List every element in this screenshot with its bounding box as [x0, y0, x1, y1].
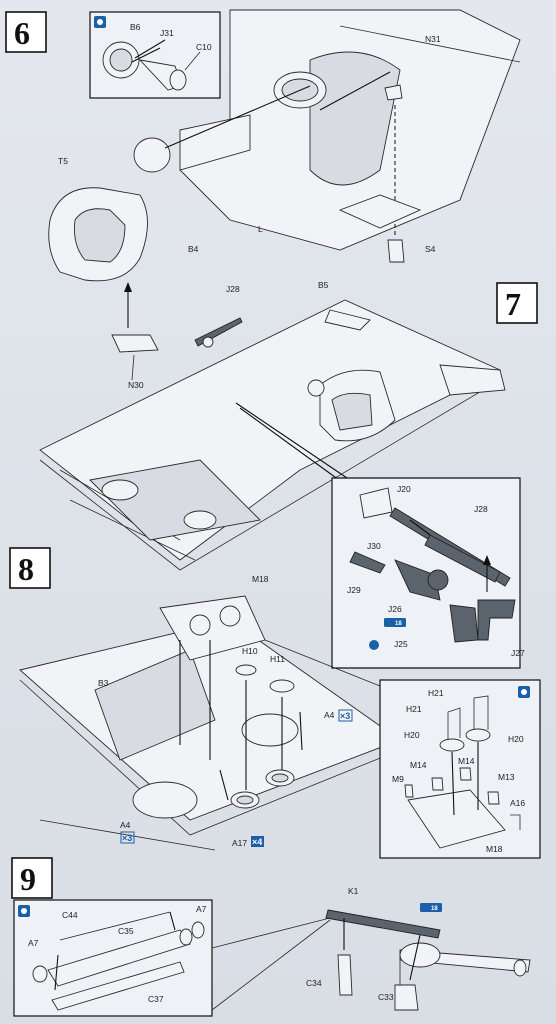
part-M18-detail: [407, 789, 506, 849]
part-S4: [387, 239, 405, 263]
label-A16: A16: [510, 798, 525, 808]
turret-ring-right: [241, 713, 299, 747]
part-B4-plate: [179, 114, 251, 171]
label-H10: H10: [242, 646, 258, 656]
part-J29: [349, 551, 386, 574]
part-J25: [449, 604, 479, 643]
label-J26: J26: [388, 604, 402, 614]
label-M18-detail: M18: [486, 844, 503, 854]
step-9-box: [11, 857, 53, 899]
label-J29: J29: [347, 585, 361, 595]
label-J30: J30: [367, 541, 381, 551]
part-B5: [338, 194, 422, 229]
label-J28: J28: [226, 284, 240, 294]
part-C35: [47, 929, 191, 987]
label-H20-left: H20: [404, 730, 420, 740]
part-B3: [94, 649, 216, 761]
label-N31: N31: [425, 34, 441, 44]
part-A7-left: [32, 965, 48, 983]
label-A7-right: A7: [196, 904, 207, 914]
label-T5: T5: [58, 156, 68, 166]
step-6-box: [5, 11, 47, 53]
qty-a4: ×3: [340, 711, 350, 721]
label-M14-right: M14: [458, 756, 475, 766]
floor-panel: [89, 459, 261, 541]
front-plate: [439, 364, 506, 396]
label-A4-right: A4: [324, 710, 335, 720]
label-B3: B3: [98, 678, 109, 688]
label-C33: C33: [378, 992, 394, 1002]
label-J25: J25: [394, 639, 408, 649]
ref-badge-text: 18: [395, 621, 402, 627]
label-A17: A17: [232, 838, 247, 848]
step-7-number: 7: [505, 286, 521, 322]
part-K1: [325, 909, 441, 939]
cement-icon: [369, 640, 379, 650]
part-H20-left: [439, 738, 465, 752]
label-A4-left: A4: [120, 820, 131, 830]
part-H20-right: [465, 728, 491, 742]
label-M14-left: M14: [410, 760, 427, 770]
label-J31: J31: [160, 28, 174, 38]
label-L: L: [258, 224, 263, 234]
part-H10: [235, 664, 257, 676]
part-M14-right: [459, 767, 472, 781]
step-8-number: 8: [18, 551, 34, 587]
label-S4: S4: [425, 244, 436, 254]
part-M13: [487, 791, 500, 805]
label-C44: C44: [62, 910, 78, 920]
label-M9: M9: [392, 774, 404, 784]
step-9-number: 9: [20, 861, 36, 897]
ref-badge: [384, 618, 406, 627]
label-J27: J27: [511, 648, 525, 658]
label-M18: M18: [252, 574, 269, 584]
qty-box-a4: [338, 709, 353, 722]
label-C10: C10: [196, 42, 212, 52]
part-H11: [269, 679, 295, 693]
turret-ring-left: [132, 781, 198, 819]
part-C33: [394, 984, 419, 1011]
part-M14-left: [431, 777, 444, 791]
qty-box-a17: [251, 836, 264, 847]
label-M13: M13: [498, 772, 515, 782]
qty-box-a4b: [120, 831, 135, 844]
part-J26: [394, 559, 441, 601]
part-A7-right: [191, 921, 205, 939]
label-H21-left: H21: [406, 704, 422, 714]
ref-badge-9: [420, 903, 442, 912]
label-K1: K1: [348, 886, 359, 896]
qty-a4b: ×3: [122, 833, 132, 843]
label-N30: N30: [128, 380, 144, 390]
label-C37: C37: [148, 994, 164, 1004]
label-C35: C35: [118, 926, 134, 936]
label-H11: H11: [270, 654, 285, 664]
label-B5: B5: [318, 280, 329, 290]
step-6-number: 6: [14, 15, 30, 51]
part-C37: [51, 961, 185, 1011]
step-8-box: [9, 547, 51, 589]
label-A7-left: A7: [28, 938, 39, 948]
qty-a17: ×4: [252, 837, 262, 847]
part-J20: [359, 487, 393, 519]
part-J27: [477, 599, 516, 641]
label-H20-right: H20: [508, 734, 524, 744]
label-J20: J20: [397, 484, 411, 494]
hatch-opening: [309, 51, 401, 186]
label-B6: B6: [130, 22, 141, 32]
label-B4: B4: [188, 244, 199, 254]
label-J28-detail: J28: [474, 504, 488, 514]
part-C34: [337, 954, 353, 996]
part-J28-small: [194, 317, 243, 347]
ref-badge-9-text: 18: [431, 906, 438, 912]
part-N30: [111, 334, 159, 353]
cupola: [133, 137, 171, 173]
label-C34: C34: [306, 978, 322, 988]
label-H21-top: H21: [428, 688, 444, 698]
step-7-box: [496, 282, 538, 324]
part-M9: [404, 784, 414, 798]
